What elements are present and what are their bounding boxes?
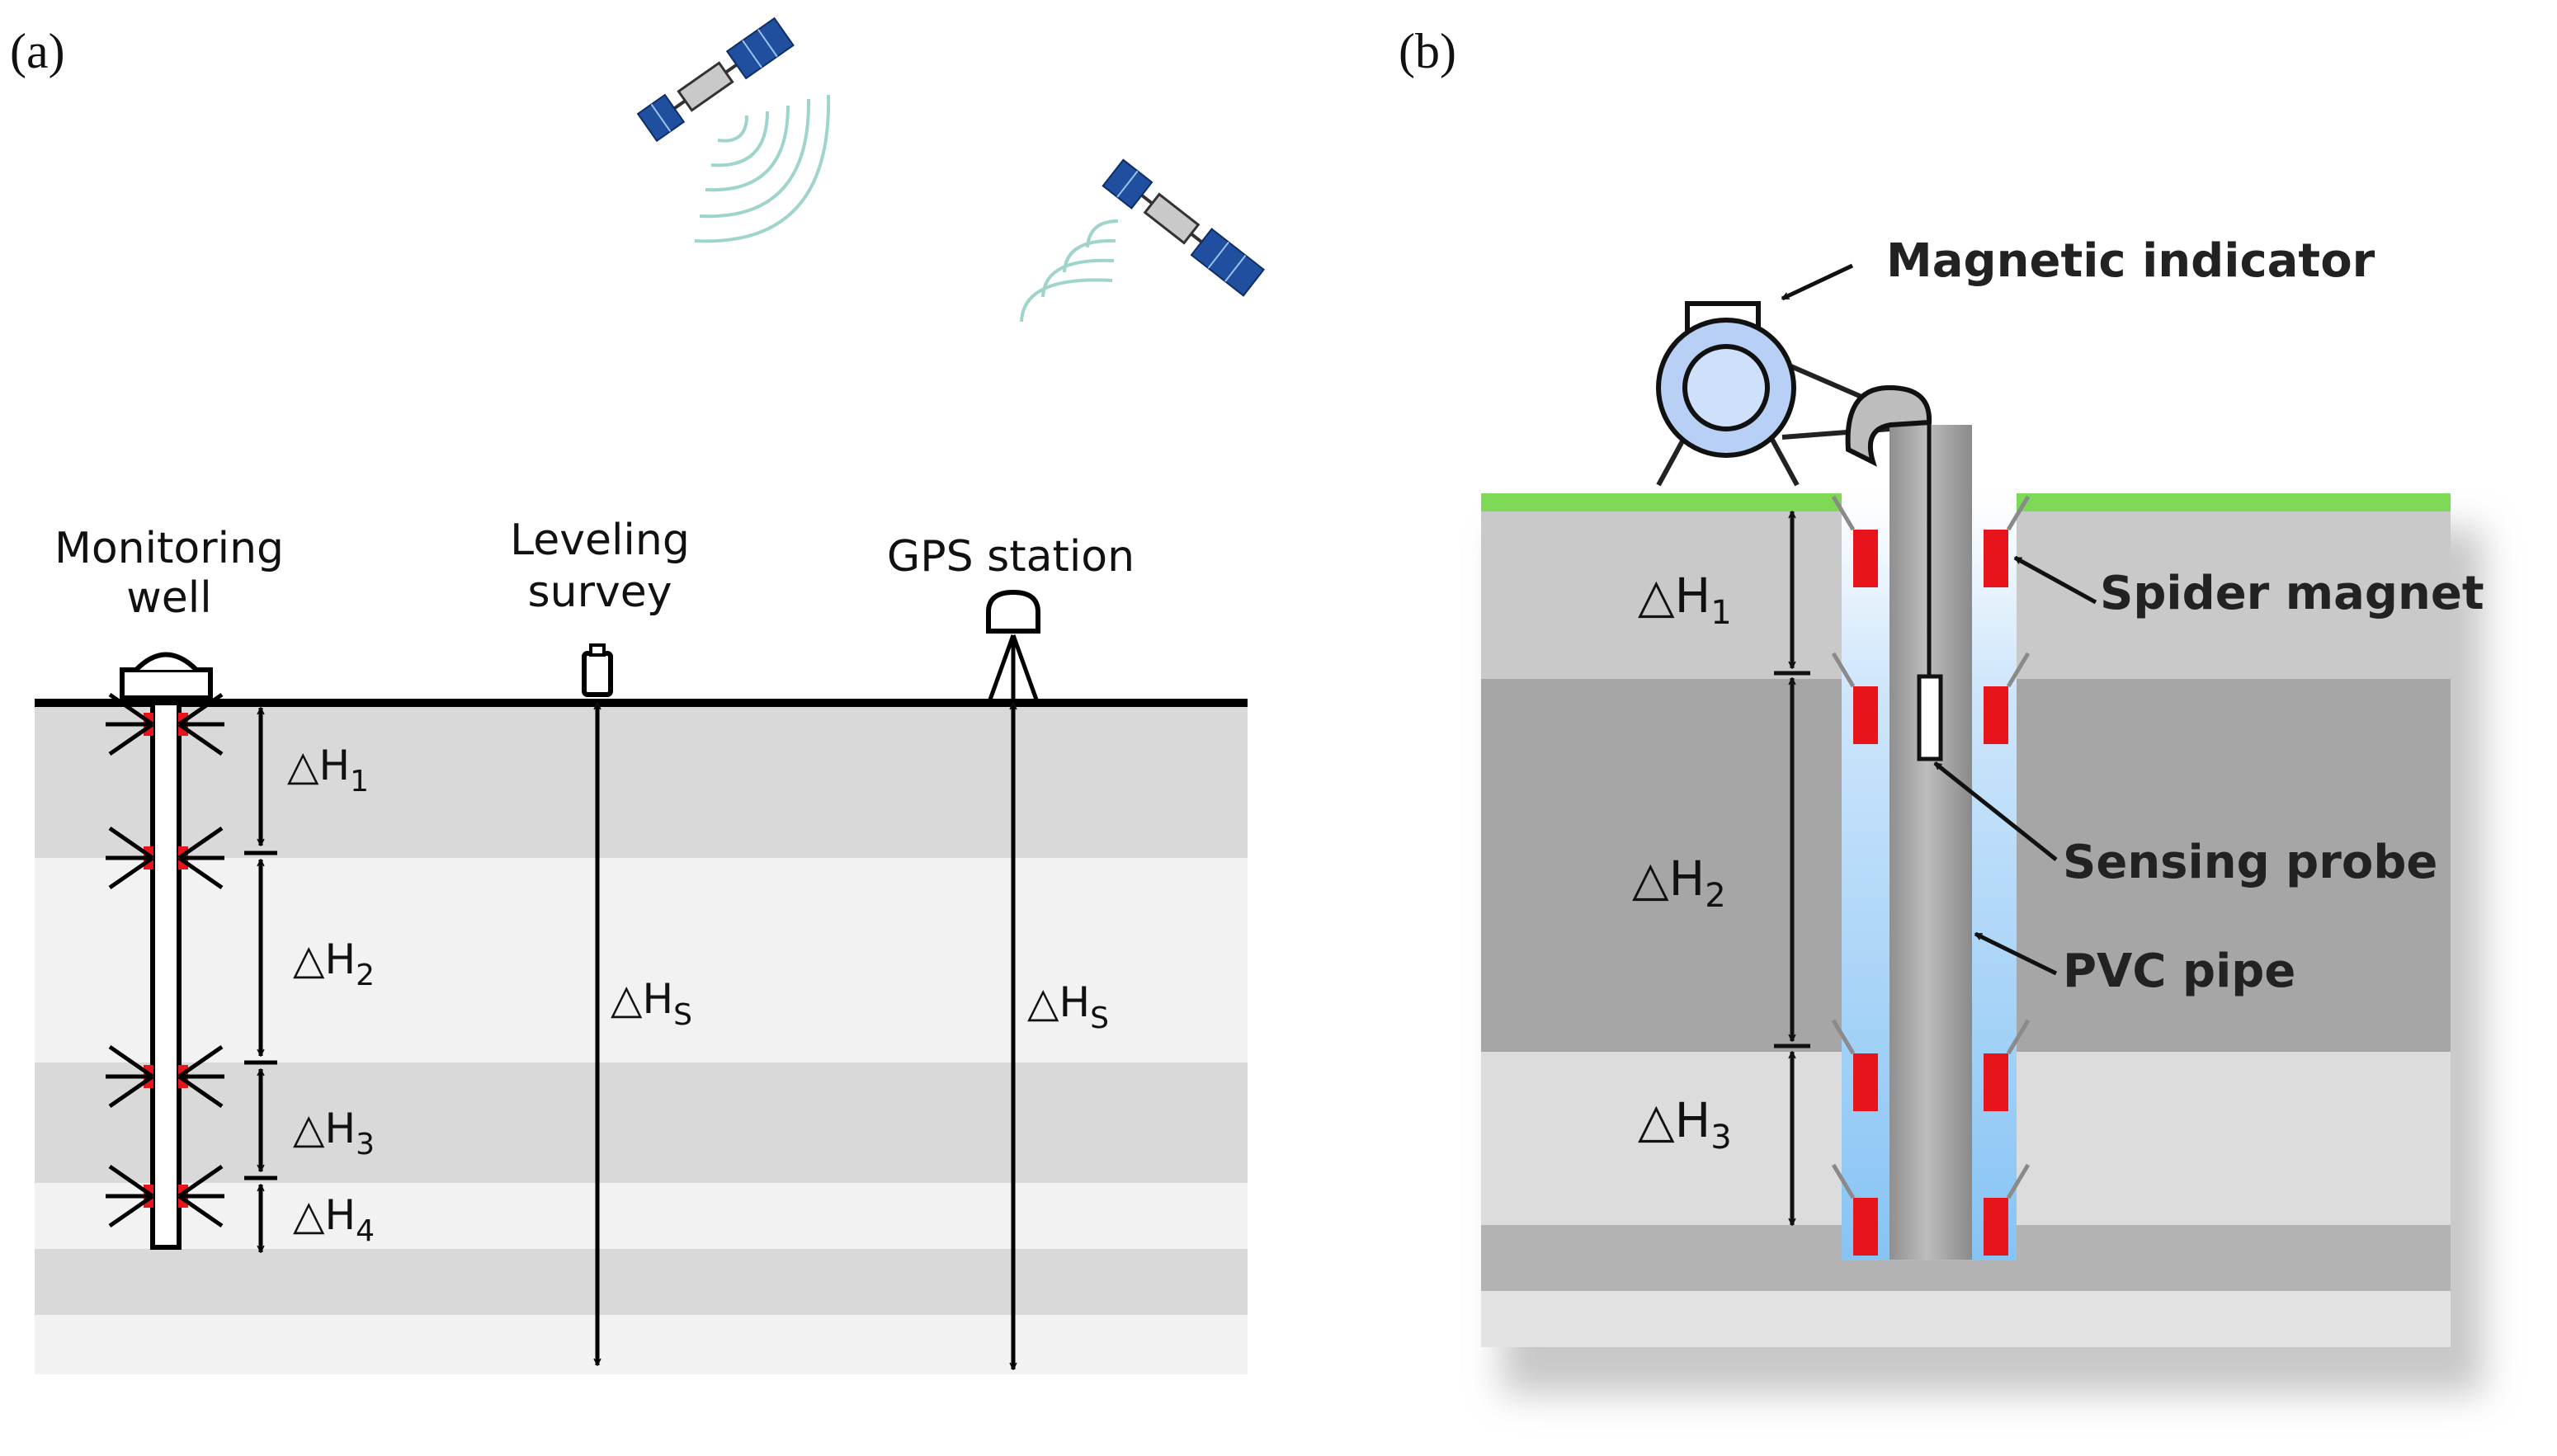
spider-magnet-icon [1831, 1163, 2031, 1256]
gps-antenna-icon [986, 589, 1040, 634]
spider-magnet-icon [106, 1164, 224, 1228]
gps-station-label: GPS station [887, 532, 1135, 582]
well-pipe [150, 700, 182, 1250]
signal-wave-icon [1020, 219, 1119, 323]
panel-a: (a) [10, 16, 1266, 1374]
delta-h1-label: △H1 [287, 742, 369, 799]
leveling-survey [582, 643, 613, 1365]
monitoring-well [120, 652, 213, 1250]
delta-hs-gps-label: △HS [1027, 978, 1109, 1035]
spider-magnet-icon [1831, 495, 2031, 587]
spider-magnets-b [1831, 495, 2031, 1256]
satellite-icon [1102, 158, 1266, 297]
pvc-pipe-label: PVC pipe [2063, 945, 2295, 998]
delta-h1-b-label: △H1 [1638, 568, 1732, 632]
delta-h3-label: △H3 [293, 1105, 375, 1162]
sensing-probe-label: Sensing probe [2063, 836, 2437, 889]
callout-leaders [1782, 263, 2097, 976]
spider-magnet-icon [106, 826, 224, 890]
delta-h2-b-label: △H2 [1632, 851, 1726, 915]
delta-hs-leveling-label: △HS [611, 975, 692, 1032]
b-interval-ticks [1774, 671, 1810, 1048]
sensing-probe-icon [1917, 674, 1943, 761]
delta-h4-label: △H4 [293, 1191, 375, 1248]
monitoring-well-label: well [126, 573, 211, 623]
leveling-survey-label: survey [528, 568, 672, 617]
well-interval-ticks [244, 851, 277, 1180]
spider-magnets-a [106, 692, 224, 1228]
magnetic-reel-icon [1656, 301, 1932, 676]
spider-magnet-label: Spider magnet [2100, 567, 2484, 620]
magnetic-indicator-label: Magnetic indicator [1886, 234, 2375, 288]
leveling-staff-icon [582, 651, 613, 697]
spider-magnet-icon [106, 692, 224, 756]
panel-a-label: (a) [10, 24, 65, 78]
spider-magnet-icon [1831, 652, 2031, 744]
gps-station [986, 589, 1040, 1369]
panel-b: (b) [1399, 24, 2484, 1394]
spider-magnet-icon [106, 1044, 224, 1109]
panel-b-label: (b) [1399, 24, 1456, 78]
delta-h3-b-label: △H3 [1638, 1092, 1732, 1157]
leveling-survey-label: Leveling [510, 516, 690, 565]
soil-layers-a [35, 705, 1248, 1374]
satellite-icon [636, 16, 795, 143]
delta-h2-label: △H2 [293, 935, 375, 992]
well-cap-icon [120, 667, 213, 700]
monitoring-well-label: Monitoring [54, 524, 284, 573]
signal-wave-icon [694, 94, 831, 243]
spider-magnet-icon [1831, 1019, 2031, 1111]
